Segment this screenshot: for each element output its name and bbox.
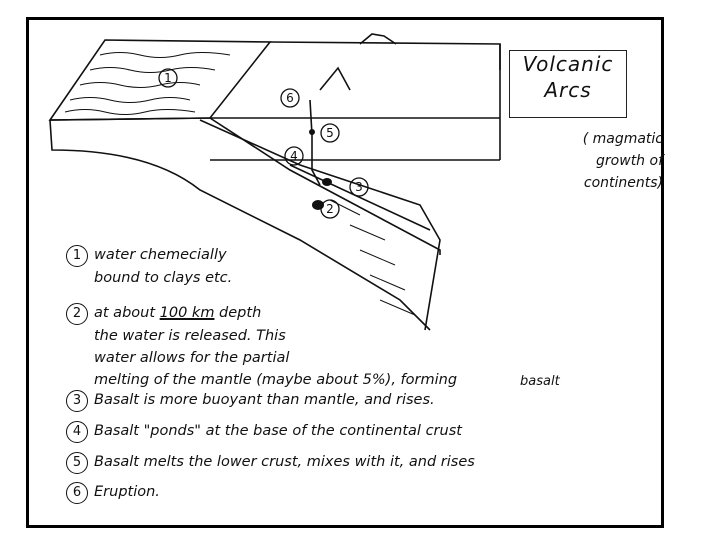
volcano xyxy=(319,66,351,91)
svg-text:4: 4 xyxy=(290,149,298,163)
legend-item-1: 1 water chemecially bound to clays etc. xyxy=(66,244,606,289)
note-line-3: continents) xyxy=(583,175,663,191)
legend-text: Basalt is more buoyant than mantle, and … xyxy=(94,392,435,408)
legend-item-5: 5 Basalt melts the lower crust, mixes wit… xyxy=(66,451,606,474)
svg-text:2: 2 xyxy=(326,202,334,216)
continent-top xyxy=(269,41,501,70)
legend-number: 3 xyxy=(66,390,88,412)
legend-number: 5 xyxy=(66,452,88,474)
marker-4: 4 xyxy=(284,146,304,166)
marker-2: 2 xyxy=(320,199,340,219)
legend-item-2: 2 at about 100 km depth the water is rele… xyxy=(66,302,606,391)
ocean-plate-face xyxy=(49,117,441,255)
legend-text: Basalt melts the lower crust, mixes with… xyxy=(94,454,475,470)
legend-number: 4 xyxy=(66,421,88,443)
legend-text: water chemecially xyxy=(94,247,227,263)
subducting-slab xyxy=(199,119,441,331)
marker-3: 3 xyxy=(349,177,369,197)
note-line-1: ( magmatic xyxy=(582,131,663,147)
marker-5: 5 xyxy=(320,123,340,143)
svg-text:1: 1 xyxy=(164,71,172,85)
legend-text-underlined: 100 km xyxy=(159,305,215,321)
legend-text: melting of the mantle (maybe about 5%), … xyxy=(94,372,458,388)
legend-item-6: 6 Eruption. xyxy=(66,481,606,504)
title-line-2: Arcs xyxy=(544,78,592,102)
subtitle-note: ( magmatic growth of continents) xyxy=(533,128,663,194)
legend-item-4: 4 Basalt "ponds" at the base of the conti… xyxy=(66,420,606,443)
legend-number: 2 xyxy=(66,303,88,325)
title-line-1: Volcanic xyxy=(522,52,614,76)
legend-text: depth xyxy=(214,305,262,321)
title-box: Volcanic Arcs xyxy=(509,50,627,118)
svg-text:5: 5 xyxy=(326,126,334,140)
legend-text: bound to clays etc. xyxy=(94,270,233,286)
legend-text: the water is released. This xyxy=(94,328,286,344)
ocean-plate-surface xyxy=(48,39,272,121)
legend-text: Eruption. xyxy=(94,484,160,500)
marker-6: 6 xyxy=(280,88,300,108)
marker-1: 1 xyxy=(158,68,178,88)
legend-text: at about xyxy=(94,305,160,321)
basalt-annotation: basalt xyxy=(520,374,560,389)
legend-number: 6 xyxy=(66,482,88,504)
legend-text: Basalt "ponds" at the base of the contin… xyxy=(94,423,462,439)
svg-text:3: 3 xyxy=(355,180,363,194)
magma-conduit xyxy=(309,99,321,186)
legend-item-3: 3 Basalt is more buoyant than mantle, and… xyxy=(66,389,606,412)
note-line-2: growth of xyxy=(596,153,663,169)
svg-text:6: 6 xyxy=(286,91,294,105)
legend-number: 1 xyxy=(66,245,88,267)
legend-text: water allows for the partial xyxy=(94,350,290,366)
